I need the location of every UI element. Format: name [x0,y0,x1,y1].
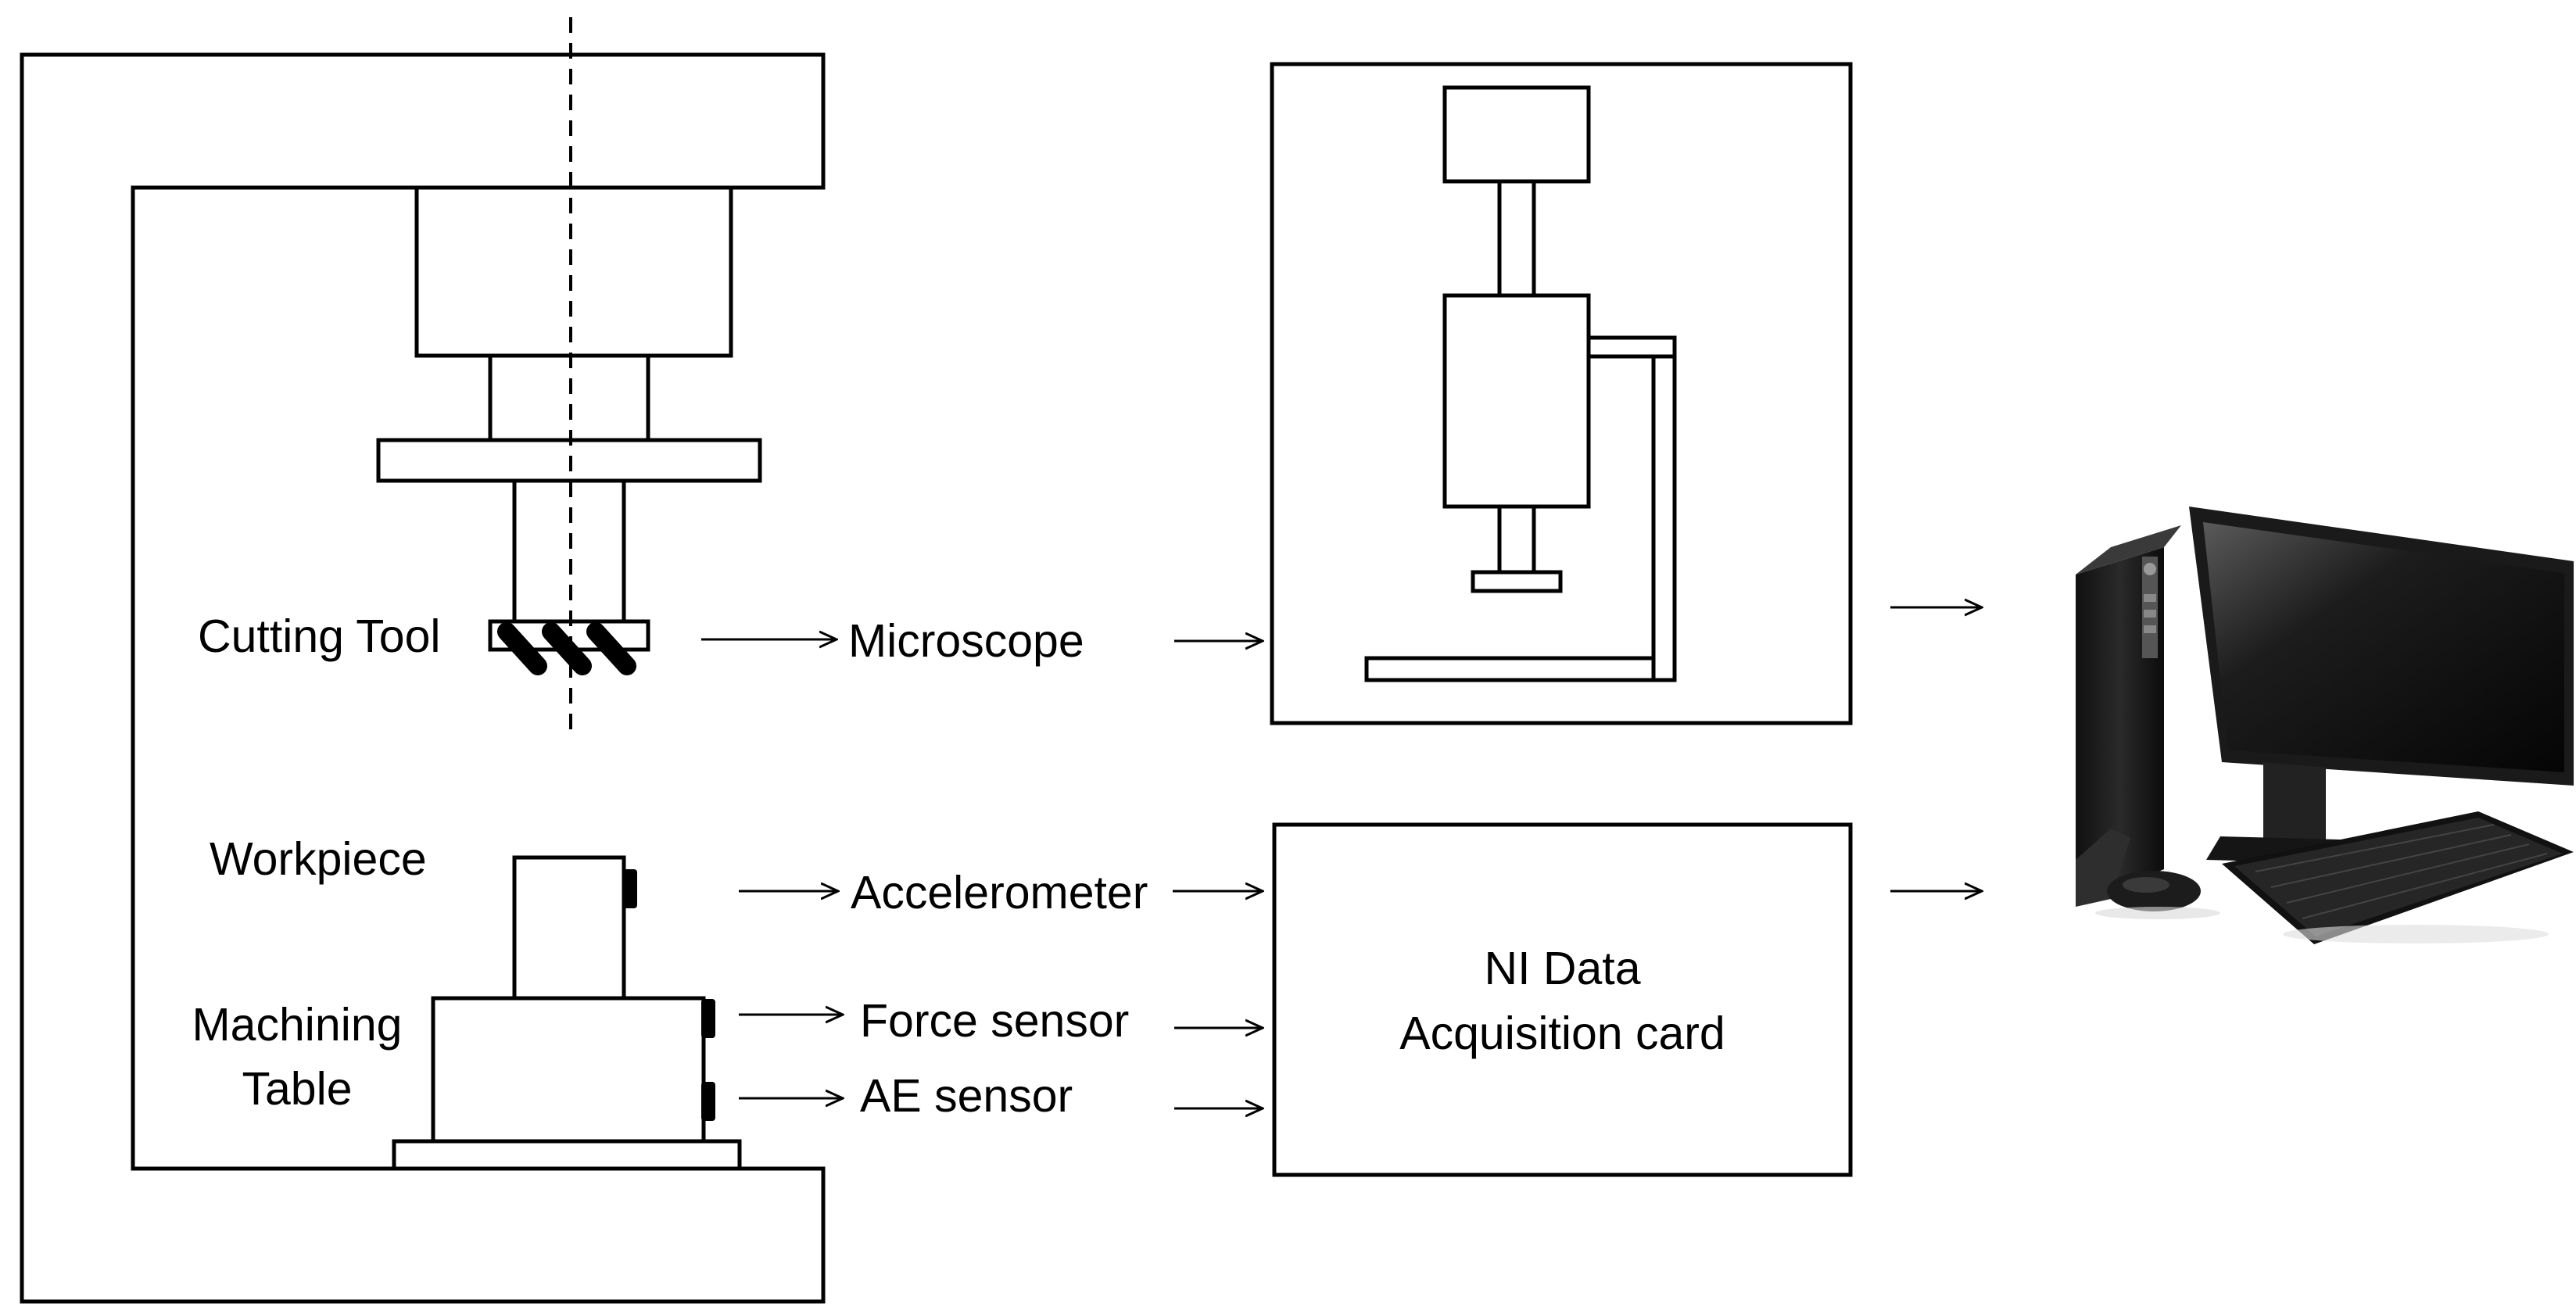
daq-box [1272,822,1853,1177]
daq-label-line1: NI Data [1484,943,1641,994]
ae-sensor-block [701,1082,715,1121]
force-sensor-label: Force sensor [860,995,1130,1047]
workpiece-label: Workpiece [210,833,427,885]
machine-frame [20,52,826,1304]
arrows [701,607,1982,1108]
microscope-label: Microscope [848,615,1084,667]
machining-label-line1: Machining [192,999,403,1051]
accelerometer-label: Accelerometer [851,867,1148,918]
force-sensor-block [701,999,715,1038]
accelerometer-sensor [623,869,637,908]
table-base [392,1139,742,1171]
microscope-box [1270,62,1853,725]
desktop-computer-icon [2076,507,2574,944]
ae-sensor-label: AE sensor [860,1070,1073,1122]
machining-table [431,996,706,1144]
microscope-diagram [1364,85,1677,682]
cutting-inserts [497,622,636,675]
workpiece [512,855,626,1001]
table-label-line2: Table [242,1063,353,1115]
daq-label-line2: Acquisition card [1399,1008,1725,1059]
sensors [623,869,715,1121]
cutting-tool-label: Cutting Tool [198,610,441,662]
workpiece-and-table [392,855,742,1171]
